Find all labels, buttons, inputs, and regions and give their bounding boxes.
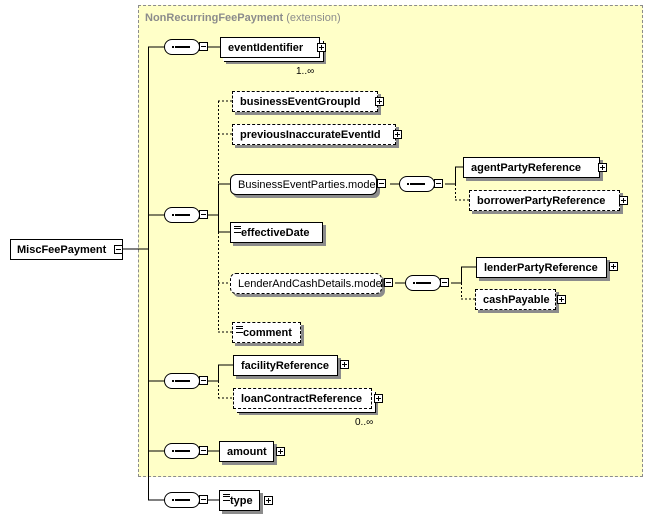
- element-previous-inaccurate-event-id[interactable]: previousInaccurateEventId: [232, 124, 396, 145]
- group-business-event-parties-model[interactable]: BusinessEventParties.model: [230, 174, 379, 195]
- element-label: businessEventGroupId: [240, 96, 361, 108]
- element-effective-date[interactable]: effectiveDate: [230, 222, 323, 243]
- element-label: effectiveDate: [241, 227, 310, 239]
- expand-icon[interactable]: [557, 295, 566, 304]
- expand-icon[interactable]: [276, 447, 285, 456]
- sequence-compositor-main: [164, 207, 200, 223]
- element-label: previousInaccurateEventId: [240, 129, 381, 141]
- group-label: BusinessEventParties.model: [238, 179, 379, 191]
- element-label: type: [230, 495, 253, 507]
- expand-icon[interactable]: [609, 262, 618, 271]
- collapse-icon[interactable]: [199, 446, 208, 455]
- element-facility-reference[interactable]: facilityReference: [233, 355, 338, 376]
- collapse-icon[interactable]: [199, 376, 208, 385]
- sequence-icon: [172, 214, 192, 216]
- element-amount[interactable]: amount: [219, 441, 274, 462]
- element-comment[interactable]: comment: [232, 322, 301, 343]
- element-label: amount: [227, 446, 267, 458]
- expand-icon[interactable]: [340, 360, 349, 369]
- sequence-icon: [172, 46, 192, 48]
- group-label: LenderAndCashDetails.model: [238, 278, 385, 290]
- collapse-icon[interactable]: [199, 210, 208, 219]
- root-element-label: MiscFeePayment: [17, 244, 107, 256]
- element-label: agentPartyReference: [471, 162, 582, 174]
- collapse-icon[interactable]: [434, 179, 443, 188]
- cardinality-label: 0..∞: [355, 417, 374, 428]
- element-label: eventIdentifier: [228, 42, 304, 54]
- element-business-event-group-id[interactable]: businessEventGroupId: [232, 91, 378, 112]
- expand-icon[interactable]: [264, 496, 273, 505]
- simple-type-icon: [236, 326, 243, 333]
- element-loan-contract-reference[interactable]: loanContractReference: [233, 388, 372, 409]
- sequence-compositor-type: [164, 492, 200, 508]
- expand-icon[interactable]: [619, 196, 628, 205]
- extension-title: NonRecurringFeePayment (extension): [145, 12, 341, 24]
- collapse-icon[interactable]: [114, 245, 123, 254]
- element-label: lenderPartyReference: [484, 262, 598, 274]
- collapse-icon[interactable]: [377, 179, 386, 188]
- element-type[interactable]: type: [219, 490, 260, 511]
- group-lender-and-cash-details-model[interactable]: LenderAndCashDetails.model: [230, 273, 385, 294]
- sequence-compositor-facility: [164, 373, 200, 389]
- extension-type-name: NonRecurringFeePayment: [145, 12, 284, 24]
- element-label: cashPayable: [483, 294, 550, 306]
- root-element-miscfeepayment[interactable]: MiscFeePayment: [10, 239, 123, 260]
- simple-type-icon: [223, 494, 230, 501]
- element-event-identifier[interactable]: eventIdentifier: [220, 37, 320, 58]
- collapse-icon[interactable]: [440, 278, 449, 287]
- element-lender-party-reference[interactable]: lenderPartyReference: [476, 257, 607, 278]
- sequence-icon: [413, 282, 433, 284]
- element-label: comment: [243, 327, 292, 339]
- simple-type-icon: [234, 226, 241, 233]
- sequence-compositor-amount: [164, 443, 200, 459]
- collapse-icon[interactable]: [199, 495, 208, 504]
- sequence-icon: [172, 380, 192, 382]
- expand-icon[interactable]: [374, 394, 383, 403]
- element-label: borrowerPartyReference: [477, 195, 606, 207]
- expand-icon[interactable]: [317, 43, 326, 52]
- element-borrower-party-reference[interactable]: borrowerPartyReference: [469, 190, 620, 211]
- sequence-icon: [172, 450, 192, 452]
- expand-icon[interactable]: [598, 163, 607, 172]
- expand-icon[interactable]: [393, 130, 402, 139]
- sequence-icon: [407, 183, 427, 185]
- extension-suffix: (extension): [286, 12, 341, 24]
- element-label: facilityReference: [241, 360, 330, 372]
- sequence-compositor-eventidentifier: [164, 39, 200, 55]
- cardinality-label: 1..∞: [296, 66, 315, 77]
- element-cash-payable[interactable]: cashPayable: [475, 289, 556, 310]
- sequence-compositor-parties: [399, 176, 435, 192]
- collapse-icon[interactable]: [384, 278, 393, 287]
- element-label: loanContractReference: [241, 393, 363, 405]
- sequence-compositor-lender: [405, 275, 441, 291]
- expand-icon[interactable]: [375, 97, 384, 106]
- element-agent-party-reference[interactable]: agentPartyReference: [463, 157, 600, 178]
- sequence-icon: [172, 499, 192, 501]
- collapse-icon[interactable]: [199, 42, 208, 51]
